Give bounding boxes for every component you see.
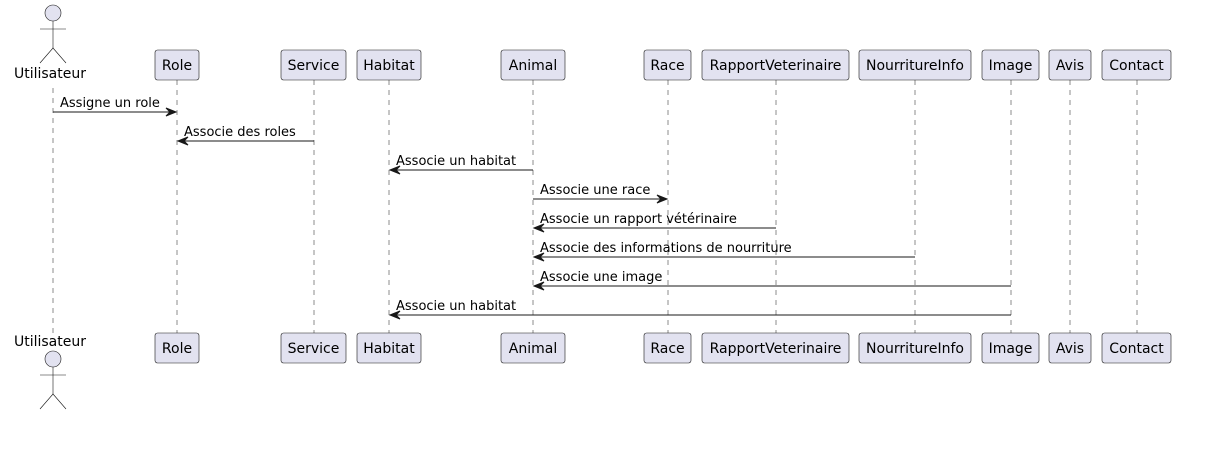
participant-box — [500, 49, 566, 81]
participant-animal-top: Animal — [500, 49, 566, 81]
actor-utilisateur-top: Utilisateur — [14, 4, 86, 82]
participant-nourritureinfo-top: NourritureInfo — [858, 49, 972, 81]
participant-race-bottom: Race — [643, 332, 692, 364]
participant-box — [280, 49, 347, 81]
participant-box — [500, 332, 566, 364]
participant-label: Contact — [1109, 341, 1164, 357]
participant-label: Contact — [1109, 58, 1164, 74]
message-7: Associe une image — [532, 270, 1011, 291]
message-label: Associe une race — [540, 183, 650, 198]
participant-label: Habitat — [363, 58, 415, 74]
participant-box — [154, 332, 200, 364]
participant-box — [1101, 332, 1172, 364]
participant-box — [1101, 49, 1172, 81]
participant-box — [1048, 49, 1092, 81]
participant-box — [643, 49, 692, 81]
arrowhead-icon — [165, 107, 178, 117]
message-3: Associe un habitat — [388, 154, 533, 175]
participant-box — [981, 332, 1040, 364]
message-label: Associe des roles — [184, 125, 296, 140]
message-label: Associe un habitat — [396, 154, 516, 169]
participant-label: Role — [162, 341, 192, 357]
participant-label: Service — [288, 58, 340, 74]
actor-legs — [39, 393, 67, 410]
participant-label: Avis — [1056, 341, 1084, 357]
actor-legs — [39, 47, 67, 64]
participant-label: Service — [288, 341, 340, 357]
actor-label: Utilisateur — [14, 66, 86, 82]
message-8: Associe un habitat — [388, 299, 1011, 320]
participant-avis-top: Avis — [1048, 49, 1092, 81]
message-6: Associe des informations de nourriture — [532, 241, 915, 262]
participant-nourritureinfo-bottom: NourritureInfo — [858, 332, 972, 364]
participant-label: Image — [989, 341, 1033, 357]
arrowhead-icon — [388, 310, 401, 320]
message-label: Associe une image — [540, 270, 662, 285]
message-label: Assigne un role — [60, 96, 160, 111]
participant-role-bottom: Role — [154, 332, 200, 364]
participant-box — [643, 332, 692, 364]
arrowhead-icon — [532, 252, 545, 262]
participant-box — [280, 332, 347, 364]
participant-image-bottom: Image — [981, 332, 1040, 364]
participant-animal-bottom: Animal — [500, 332, 566, 364]
participant-rapportveterinaire-bottom: RapportVeterinaire — [701, 332, 850, 364]
actor-head — [44, 4, 62, 22]
participant-label: Avis — [1056, 58, 1084, 74]
participant-contact-bottom: Contact — [1101, 332, 1172, 364]
participant-service-bottom: Service — [280, 332, 347, 364]
participant-rapportveterinaire-top: RapportVeterinaire — [701, 49, 850, 81]
participant-role-top: Role — [154, 49, 200, 81]
message-1: Assigne un role — [53, 96, 178, 117]
participant-label: Habitat — [363, 341, 415, 357]
participant-box — [154, 49, 200, 81]
participant-box — [981, 49, 1040, 81]
participant-box — [356, 332, 422, 364]
arrowhead-icon — [656, 194, 669, 204]
message-label: Associe un habitat — [396, 299, 516, 314]
participant-label: Role — [162, 58, 192, 74]
participant-label: Race — [650, 341, 684, 357]
participant-avis-bottom: Avis — [1048, 332, 1092, 364]
actor-head — [44, 350, 62, 368]
participant-race-top: Race — [643, 49, 692, 81]
participant-label: NourritureInfo — [866, 58, 964, 74]
participant-service-top: Service — [280, 49, 347, 81]
participant-contact-top: Contact — [1101, 49, 1172, 81]
participant-label: Animal — [509, 341, 557, 357]
arrowhead-icon — [176, 136, 189, 146]
actor-label: Utilisateur — [14, 334, 86, 350]
arrowhead-icon — [388, 165, 401, 175]
message-5: Associe un rapport vétérinaire — [532, 212, 776, 233]
participant-label: Animal — [509, 58, 557, 74]
participant-box — [1048, 332, 1092, 364]
participant-box — [858, 332, 972, 364]
message-4: Associe une race — [533, 183, 669, 204]
participant-label: RapportVeterinaire — [710, 341, 842, 357]
participant-box — [701, 332, 850, 364]
participant-label: RapportVeterinaire — [710, 58, 842, 74]
participant-habitat-bottom: Habitat — [356, 332, 422, 364]
participant-box — [858, 49, 972, 81]
participant-image-top: Image — [981, 49, 1040, 81]
arrowhead-icon — [532, 281, 545, 291]
participant-box — [701, 49, 850, 81]
participant-label: Image — [989, 58, 1033, 74]
arrowhead-icon — [532, 223, 545, 233]
participant-habitat-top: Habitat — [356, 49, 422, 81]
participant-label: NourritureInfo — [866, 341, 964, 357]
message-label: Associe un rapport vétérinaire — [540, 212, 737, 227]
actor-utilisateur-bottom: Utilisateur — [14, 334, 86, 410]
message-2: Associe des roles — [176, 125, 314, 146]
participant-label: Race — [650, 58, 684, 74]
participant-box — [356, 49, 422, 81]
message-label: Associe des informations de nourriture — [540, 241, 792, 256]
